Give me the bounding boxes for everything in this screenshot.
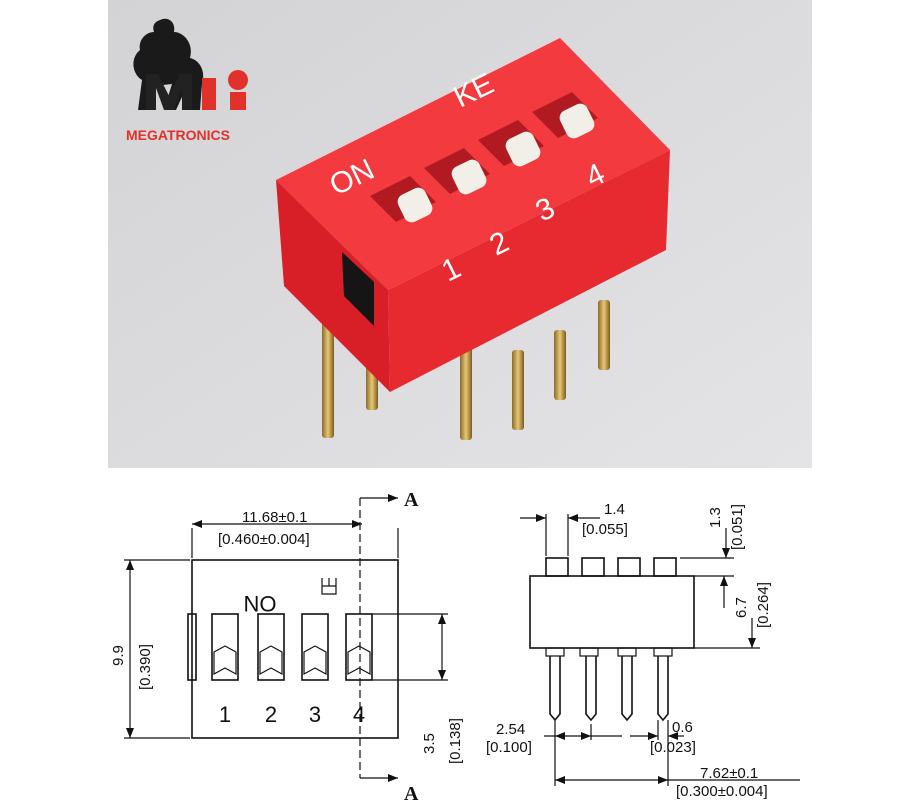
side-view-body — [529, 575, 695, 649]
brand-name: MEGATRONICS — [126, 127, 230, 143]
switch-dim: 3.5 — [421, 733, 438, 754]
pin-dim: 0.6 — [672, 719, 693, 736]
height-dim: 9.9 — [110, 645, 127, 666]
switch-knob — [397, 187, 433, 223]
logo-dot-icon — [228, 70, 248, 90]
side-view-slider — [545, 557, 569, 577]
slider-height-dim-in: [0.051] — [729, 504, 746, 550]
body-front-face — [388, 150, 670, 392]
section-label-top: A — [404, 489, 419, 511]
top-view: 11.68±0.1 [0.460±0.004] 9.9 [0.390] ON — [110, 489, 464, 805]
pin — [598, 300, 610, 370]
section-label-bottom: A — [404, 783, 419, 805]
top-view-side-slot — [187, 613, 197, 681]
top-view-number: 1 — [219, 702, 231, 727]
slider-height-dim: 1.3 — [707, 507, 724, 528]
pin — [554, 330, 566, 400]
width-dim-in: [0.460±0.004] — [218, 531, 310, 548]
width-dim: 11.68±0.1 — [242, 509, 308, 526]
pin — [512, 350, 524, 430]
pin-dim-in: [0.023] — [650, 739, 696, 756]
pitch-dim: 2.54 — [496, 721, 525, 738]
top-view-outline — [191, 559, 399, 739]
row-dim-in: [0.300±0.004] — [676, 783, 768, 800]
slider-dim-in: [0.055] — [582, 521, 628, 538]
top-view-number: 4 — [353, 702, 365, 727]
top-view-number: 2 — [265, 702, 277, 727]
row-dim: 7.62±0.1 — [700, 765, 758, 782]
side-view-slider — [653, 557, 677, 577]
switch-knob — [451, 159, 487, 195]
switch-dim-in: [0.138] — [447, 718, 464, 764]
top-view-number: 3 — [309, 702, 321, 727]
slider-dim: 1.4 — [604, 501, 625, 518]
height-dim-in: [0.390] — [137, 644, 154, 690]
top-view-switch — [211, 613, 239, 681]
body-left-face — [276, 180, 390, 392]
top-view-switches — [211, 613, 373, 681]
switch-actuators — [370, 92, 598, 223]
side-view-slider — [581, 557, 605, 577]
technical-drawing: 11.68±0.1 [0.460±0.004] 9.9 [0.390] ON — [110, 489, 800, 805]
switch-knob — [559, 103, 595, 139]
side-view: 1.4 [0.055] 1.3 [0.051] 6.7 [0.264] 2.54 — [486, 501, 800, 800]
top-view-switch — [301, 613, 329, 681]
top-view-switch — [257, 613, 285, 681]
body-height-dim: 6.7 — [733, 597, 750, 618]
body-height-dim-in: [0.264] — [755, 582, 772, 628]
top-view-switch — [345, 613, 373, 681]
logo-letter-m — [146, 74, 192, 110]
ke-mark — [321, 578, 337, 595]
side-view-slider — [617, 557, 641, 577]
pitch-dim-in: [0.100] — [486, 739, 532, 756]
product-photo: ON KE 1 2 3 4 MEGATRONICS — [108, 0, 812, 468]
switch-knob — [505, 131, 541, 167]
pin — [322, 300, 334, 438]
brand-logo: MEGATRONICS — [126, 18, 248, 143]
side-slot — [342, 252, 374, 326]
logo-letter-i — [202, 78, 216, 110]
top-view-label-on: ON — [244, 591, 277, 616]
side-view-pins — [549, 656, 669, 722]
